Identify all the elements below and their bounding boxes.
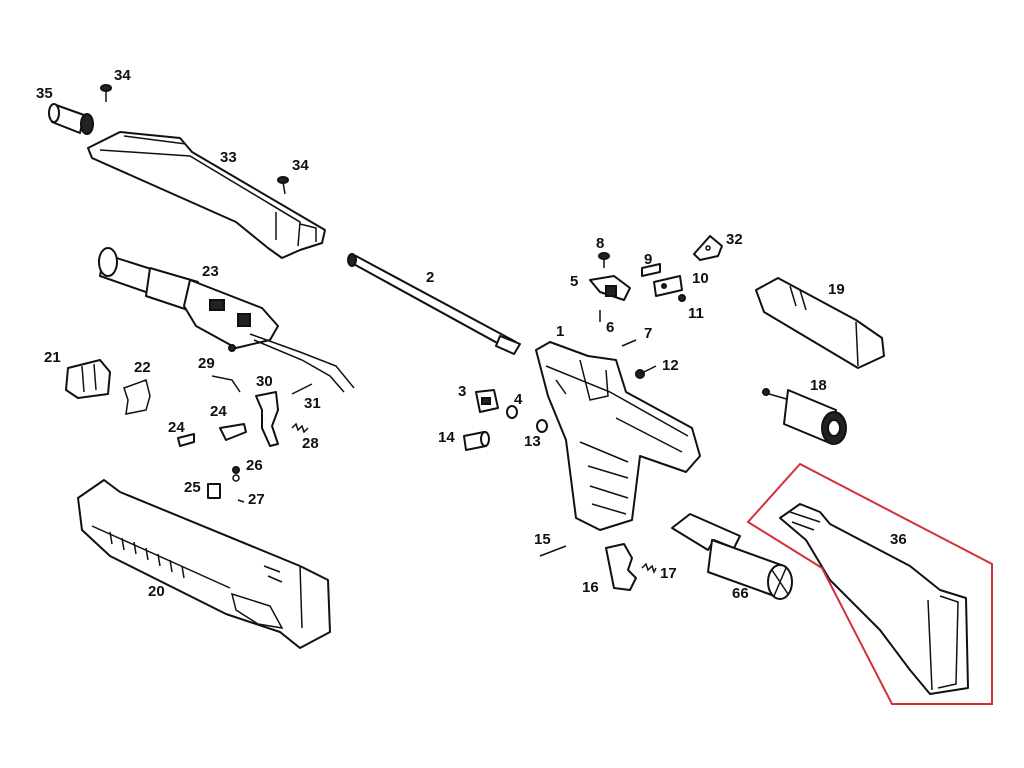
part-8-screw (598, 252, 610, 268)
part-5-sear (589, 275, 631, 301)
part-17-spring (641, 562, 657, 574)
label-25: 25 (184, 479, 201, 496)
label-14: 14 (438, 429, 455, 446)
label-12: 12 (662, 357, 679, 374)
label-6: 6 (606, 319, 614, 336)
part-36-buttstock (779, 503, 969, 695)
part-13-nut (536, 419, 548, 433)
part-1-receiver-grip (535, 341, 701, 531)
label-28: 28 (302, 435, 319, 452)
part-30-trigger (255, 391, 279, 447)
label-19: 19 (828, 281, 845, 298)
part-14-bushing (463, 431, 490, 451)
part-16-release (605, 543, 637, 591)
part-66-stock-tube (671, 513, 793, 600)
part-31-pin (291, 383, 313, 395)
part-21-endcap (65, 359, 111, 399)
part-24-link-right (219, 423, 247, 441)
label-36: 36 (890, 531, 907, 548)
label-24: 24 (168, 419, 185, 436)
part-9-clip (641, 263, 661, 277)
label-21: 21 (44, 349, 61, 366)
label-20: 20 (148, 583, 165, 600)
label-31: 31 (304, 395, 321, 412)
highlight-outline-part-36 (746, 462, 993, 705)
label-10: 10 (692, 270, 709, 287)
part-2-barrel (347, 253, 521, 355)
label-1: 1 (556, 323, 564, 340)
part-35-cap (48, 103, 94, 135)
label-13: 13 (524, 433, 541, 450)
part-34-screw-right (277, 176, 289, 195)
part-18-cylinder (761, 388, 847, 445)
part-32-plate (693, 235, 723, 261)
label-11: 11 (688, 305, 704, 322)
part-10-plate (653, 275, 683, 297)
label-7: 7 (644, 325, 652, 342)
part-3-block (475, 389, 499, 413)
label-17: 17 (660, 565, 677, 582)
label-32: 32 (726, 231, 743, 248)
label-30: 30 (256, 373, 273, 390)
part-24-link-left (177, 433, 195, 447)
part-labels: 35 34 33 34 23 2 8 32 9 5 10 11 19 6 1 7… (36, 67, 907, 602)
label-35: 35 (36, 85, 53, 102)
label-4: 4 (514, 391, 523, 408)
part-15-pin (539, 545, 567, 557)
label-18: 18 (810, 377, 827, 394)
label-3: 3 (458, 383, 466, 400)
label-27: 27 (248, 491, 265, 508)
label-9: 9 (644, 251, 652, 268)
label-2: 2 (426, 269, 434, 286)
part-34-screw-top (100, 84, 112, 102)
label-33: 33 (220, 149, 237, 166)
label-34: 34 (292, 157, 309, 174)
part-19-forend (755, 277, 885, 369)
label-15: 15 (534, 531, 551, 548)
label-24: 24 (210, 403, 227, 420)
part-20-stock-shell (77, 479, 331, 649)
label-26: 26 (246, 457, 263, 474)
part-26-spring (232, 466, 240, 482)
part-4-washer (506, 405, 518, 419)
label-16: 16 (582, 579, 599, 596)
part-23-action-assembly (98, 247, 355, 393)
label-8: 8 (596, 235, 604, 252)
part-29-pin (211, 375, 241, 393)
label-5: 5 (570, 273, 578, 290)
label-29: 29 (198, 355, 215, 372)
label-66: 66 (732, 585, 749, 602)
part-22-spring-clip (123, 379, 151, 415)
part-33-receiver-cover (87, 131, 326, 259)
part-28-spring (291, 422, 309, 434)
part-7-pin (621, 339, 637, 347)
part-12-screw (635, 365, 657, 379)
part-11-pin (678, 294, 686, 302)
label-34: 34 (114, 67, 131, 84)
label-23: 23 (202, 263, 219, 280)
label-22: 22 (134, 359, 151, 376)
part-27-pin (237, 499, 245, 503)
part-25-block (207, 483, 221, 499)
